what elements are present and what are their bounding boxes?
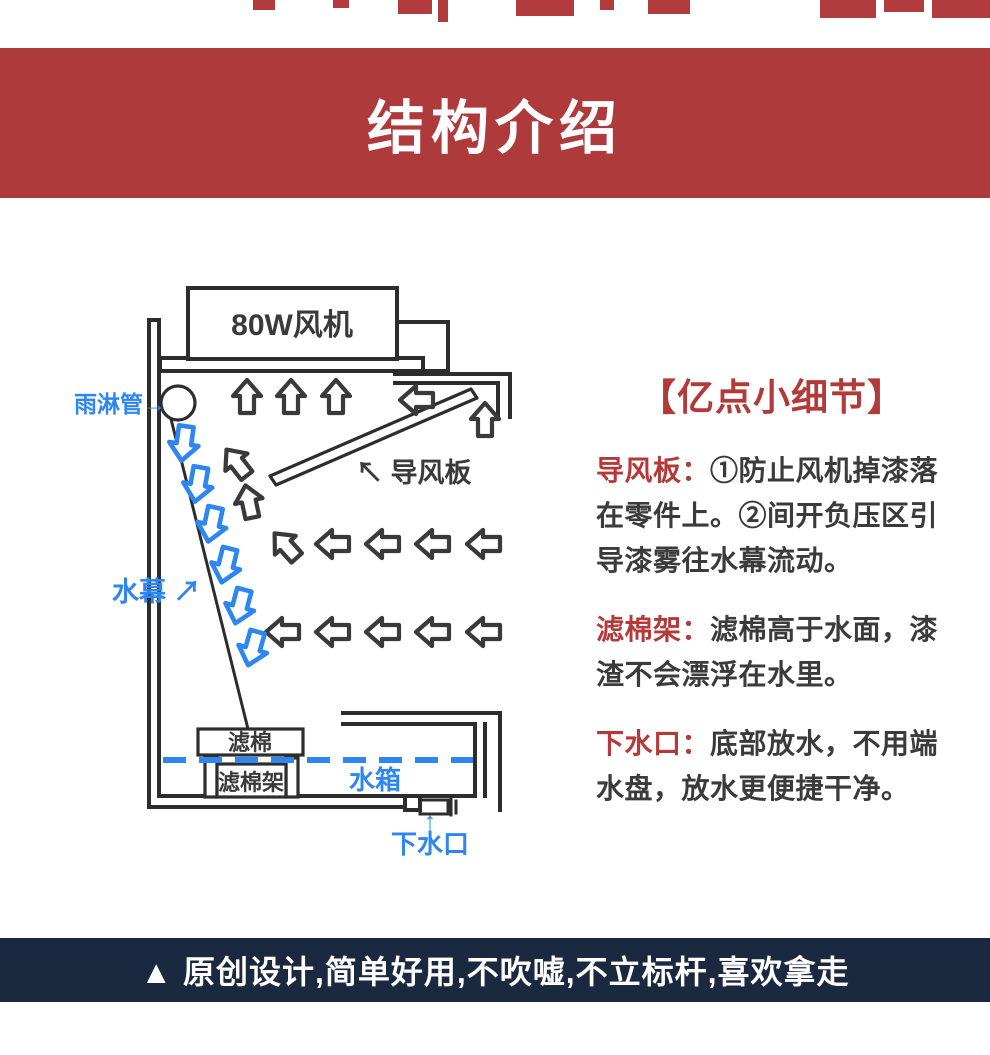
rain-pipe-label: 雨淋管→ <box>74 391 166 417</box>
detail-item-drain: 下水口：底部放水，不用端水盘，放水更便捷干净。 <box>596 721 948 811</box>
fan-label: 80W风机 <box>231 309 353 342</box>
fragment <box>253 0 275 10</box>
left-arrow-icon <box>416 530 449 558</box>
water-down-arrow-icon <box>180 465 215 504</box>
title-banner: 结构介绍 <box>0 48 990 198</box>
left-arrow-icon <box>416 618 449 646</box>
inner-wall-floor <box>157 318 477 798</box>
fragment <box>884 0 924 12</box>
water-down-arrow-icon <box>167 424 201 462</box>
fan-box <box>186 286 399 361</box>
detail-item-filter-rack: 滤棉架：滤棉高于水面，漆渣不会漂浮在水里。 <box>596 607 948 697</box>
details-panel: 【亿点小细节】 导风板：①防止风机掉漆落在零件上。②间开负压区引导漆雾往水幕流动… <box>596 372 948 825</box>
filter-rack-label: 滤棉架 <box>218 770 284 795</box>
left-arrow-icon <box>366 618 399 646</box>
fragment <box>648 0 690 14</box>
filter-rack-right-leg <box>284 756 300 799</box>
fragment <box>516 0 574 16</box>
left-arrow-icon <box>467 530 500 558</box>
page-title: 结构介绍 <box>366 96 623 161</box>
drain-up-arrow-icon: ↑ <box>424 808 436 835</box>
water-down-arrow-icon <box>221 586 258 627</box>
up-arrow-icon <box>471 403 499 436</box>
detail-desc: 底部放水，不用端水盘，放水更便捷干净。 <box>596 728 939 804</box>
detail-term: 导风板： <box>596 455 711 486</box>
footer-banner: ▲ 原创设计,简单好用,不吹嘘,不立标杆,喜欢拿走 <box>0 938 990 1002</box>
water-down-arrow-icon <box>207 545 244 586</box>
fragment <box>820 0 876 18</box>
left-arrow-icon <box>266 618 299 646</box>
details-heading: 【亿点小细节】 <box>639 377 905 418</box>
footer-slogan: ▲ 原创设计,简单好用,不吹嘘,不立标杆,喜欢拿走 <box>140 954 850 990</box>
left-arrow-icon <box>316 530 349 558</box>
left-arrow-icon <box>366 530 399 558</box>
water-down-arrow-icon <box>234 628 272 669</box>
filter-cotton-box <box>196 727 305 757</box>
detail-desc: 滤棉高于水面，漆渣不会漂浮在水里。 <box>596 614 939 690</box>
drain-notch <box>403 794 422 812</box>
air-deflector-plate <box>268 387 479 487</box>
drain-label: 下水口 <box>391 829 469 859</box>
detail-desc: ①防止风机掉漆落在零件上。②间开负压区引导漆雾往水幕流动。 <box>596 455 939 576</box>
exhaust-channel-outer <box>393 372 512 419</box>
left-arrow-icon <box>467 618 500 646</box>
up-arrow-icon <box>277 380 305 413</box>
deflector-label: ↖ 导风板 <box>356 458 472 488</box>
up-left-arrow-icon <box>264 524 307 567</box>
water-curtain-label: 水幕 ↗ <box>112 577 201 607</box>
fragment <box>398 0 432 14</box>
filter-cotton-label: 滤棉 <box>228 730 272 755</box>
fragment <box>438 0 448 22</box>
up-left-arrow-icon <box>216 441 258 484</box>
up-arrow-icon <box>322 380 350 413</box>
drain-spout <box>418 798 450 816</box>
spray-booth-structure-diagram: 80W风机 <box>74 286 512 859</box>
water-curtain-line <box>169 417 250 731</box>
filter-rack-box <box>215 762 288 799</box>
outer-wall <box>147 318 407 809</box>
up-arrow-icon <box>232 482 266 520</box>
filter-rack-left-leg <box>203 756 219 799</box>
fragment <box>333 0 349 8</box>
drain-spout-ribs <box>449 797 458 817</box>
exhaust-channel-inner <box>393 381 500 419</box>
fragment <box>600 0 614 10</box>
fragment <box>932 0 990 18</box>
detail-term: 滤棉架： <box>596 614 711 645</box>
left-arrow-icon <box>316 618 349 646</box>
rain-pipe-circle <box>159 384 197 422</box>
detail-item-deflector: 导风板：①防止风机掉漆落在零件上。②间开负压区引导漆雾往水幕流动。 <box>596 448 948 583</box>
detail-term: 下水口： <box>596 728 711 759</box>
up-arrow-icon <box>233 380 261 413</box>
water-tank-label: 水箱 <box>349 765 401 795</box>
